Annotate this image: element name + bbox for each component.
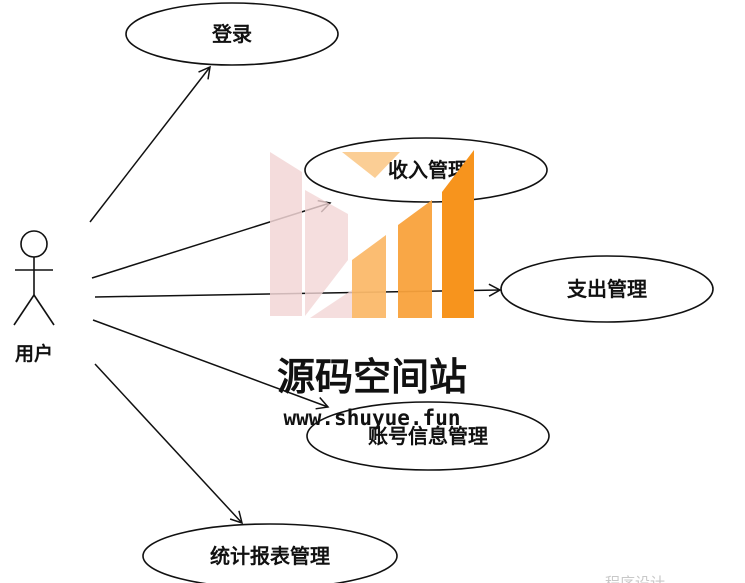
logo-light-triangle [342, 152, 400, 178]
actor-head [20, 230, 48, 258]
watermark-logo [270, 150, 474, 318]
logo-pink-shape [310, 290, 352, 318]
logo-bar [398, 200, 432, 318]
use-case-income: 收入管理 [304, 137, 548, 203]
actor-label: 用户 [15, 342, 53, 365]
use-case-account: 账号信息管理 [306, 401, 550, 471]
association-report [94, 363, 244, 525]
logo-bar [352, 235, 386, 318]
corner-text: 程序设计 [605, 574, 665, 583]
watermark-url: www.shuyue.fun [283, 406, 460, 430]
use-case-report: 统计报表管理 [142, 523, 398, 583]
watermark: 源码空间站 www.shuyue.fun [270, 150, 474, 430]
use-case-label: 登录 [211, 22, 252, 46]
use-case-label: 统计报表管理 [210, 544, 330, 568]
actor-left-leg [13, 294, 35, 326]
use-case-label: 账号信息管理 [368, 424, 488, 448]
actor-right-leg [33, 294, 55, 326]
association-login [89, 65, 211, 223]
association-account [92, 319, 330, 410]
use-case-expense: 支出管理 [500, 255, 714, 323]
use-case-login: 登录 [125, 2, 339, 66]
watermark-title: 源码空间站 [277, 355, 467, 399]
logo-pink-shape [270, 152, 302, 316]
logo-bar [442, 150, 474, 318]
logo-pink-shape [305, 190, 348, 316]
actor: 用户 [13, 230, 55, 365]
use-case-label: 支出管理 [567, 277, 647, 301]
